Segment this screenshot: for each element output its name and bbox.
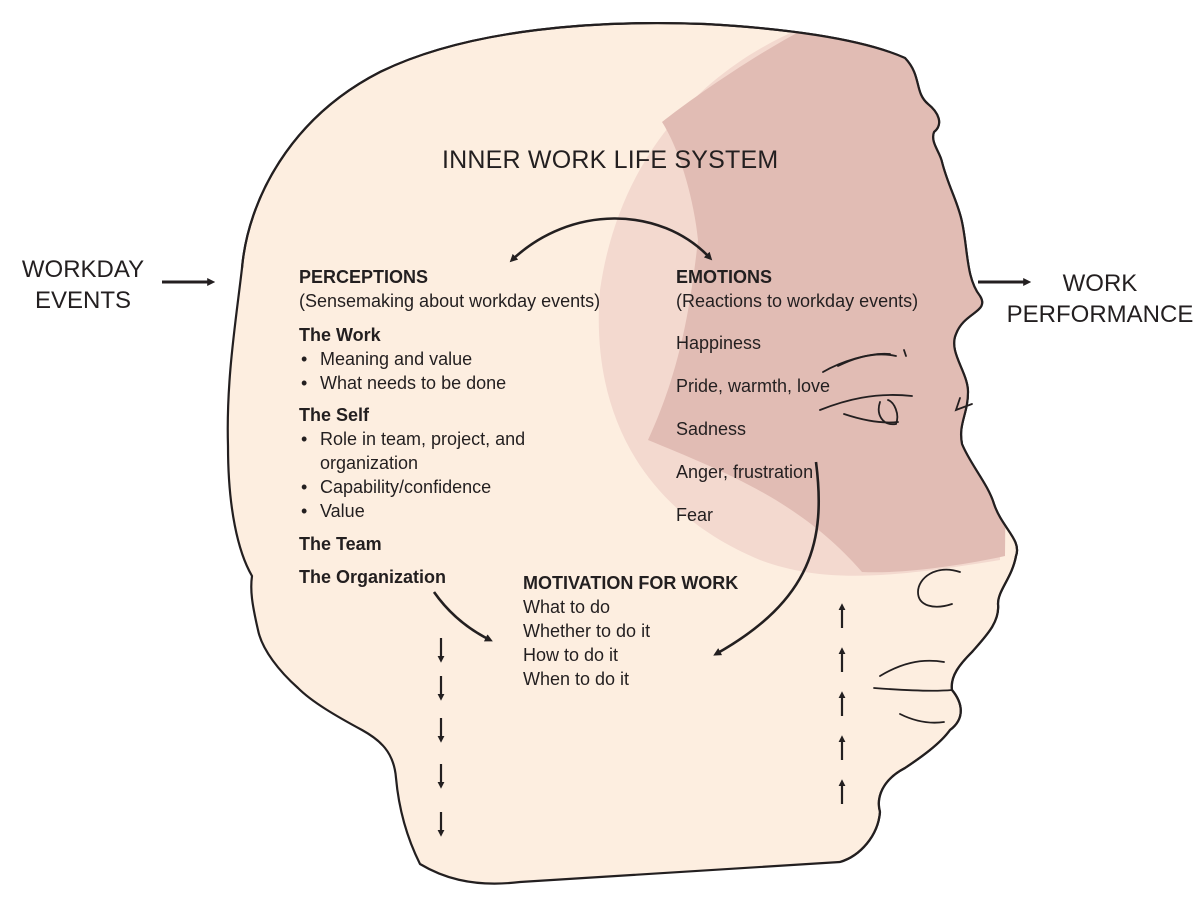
emotions-block: EMOTIONS (Reactions to workday events) H… bbox=[676, 265, 918, 546]
work-list: Meaning and value What needs to be done bbox=[299, 347, 600, 395]
perceptions-heading: PERCEPTIONS bbox=[299, 265, 600, 289]
list-item: Pride, warmth, love bbox=[676, 374, 918, 417]
motivation-block: MOTIVATION FOR WORK What to do Whether t… bbox=[523, 571, 738, 691]
emotions-heading: EMOTIONS bbox=[676, 265, 918, 289]
motivation-list: What to do Whether to do it How to do it… bbox=[523, 595, 738, 691]
team-heading: The Team bbox=[299, 532, 600, 556]
self-list: Role in team, project, and organization … bbox=[299, 427, 600, 523]
list-item: Meaning and value bbox=[299, 347, 600, 371]
list-item: When to do it bbox=[523, 667, 738, 691]
list-item: Happiness bbox=[676, 331, 918, 374]
list-item: What to do bbox=[523, 595, 738, 619]
list-item: Fear bbox=[676, 503, 918, 546]
input-label-line: EVENTS bbox=[8, 285, 158, 316]
list-item: Capability/confidence bbox=[299, 475, 600, 499]
emotions-subheading: (Reactions to workday events) bbox=[676, 289, 918, 313]
list-item: Role in team, project, and organization bbox=[299, 427, 582, 475]
perceptions-subheading: (Sensemaking about workday events) bbox=[299, 289, 600, 313]
list-item: Sadness bbox=[676, 417, 918, 460]
emotions-list: Happiness Pride, warmth, love Sadness An… bbox=[676, 331, 918, 546]
list-item: Value bbox=[299, 499, 600, 523]
self-heading: The Self bbox=[299, 403, 600, 427]
list-item: How to do it bbox=[523, 643, 738, 667]
list-item: Anger, frustration bbox=[676, 460, 918, 503]
perceptions-block: PERCEPTIONS (Sensemaking about workday e… bbox=[299, 265, 600, 589]
diagram-title: INNER WORK LIFE SYSTEM bbox=[442, 148, 778, 172]
output-label-line: PERFORMANCE bbox=[1002, 299, 1198, 330]
input-label-line: WORKDAY bbox=[8, 254, 158, 285]
motivation-heading: MOTIVATION FOR WORK bbox=[523, 571, 738, 595]
input-label: WORKDAY EVENTS bbox=[8, 254, 158, 316]
work-heading: The Work bbox=[299, 323, 600, 347]
output-label-line: WORK bbox=[1002, 268, 1198, 299]
list-item: What needs to be done bbox=[299, 371, 600, 395]
list-item: Whether to do it bbox=[523, 619, 738, 643]
output-label: WORK PERFORMANCE bbox=[1002, 268, 1198, 330]
